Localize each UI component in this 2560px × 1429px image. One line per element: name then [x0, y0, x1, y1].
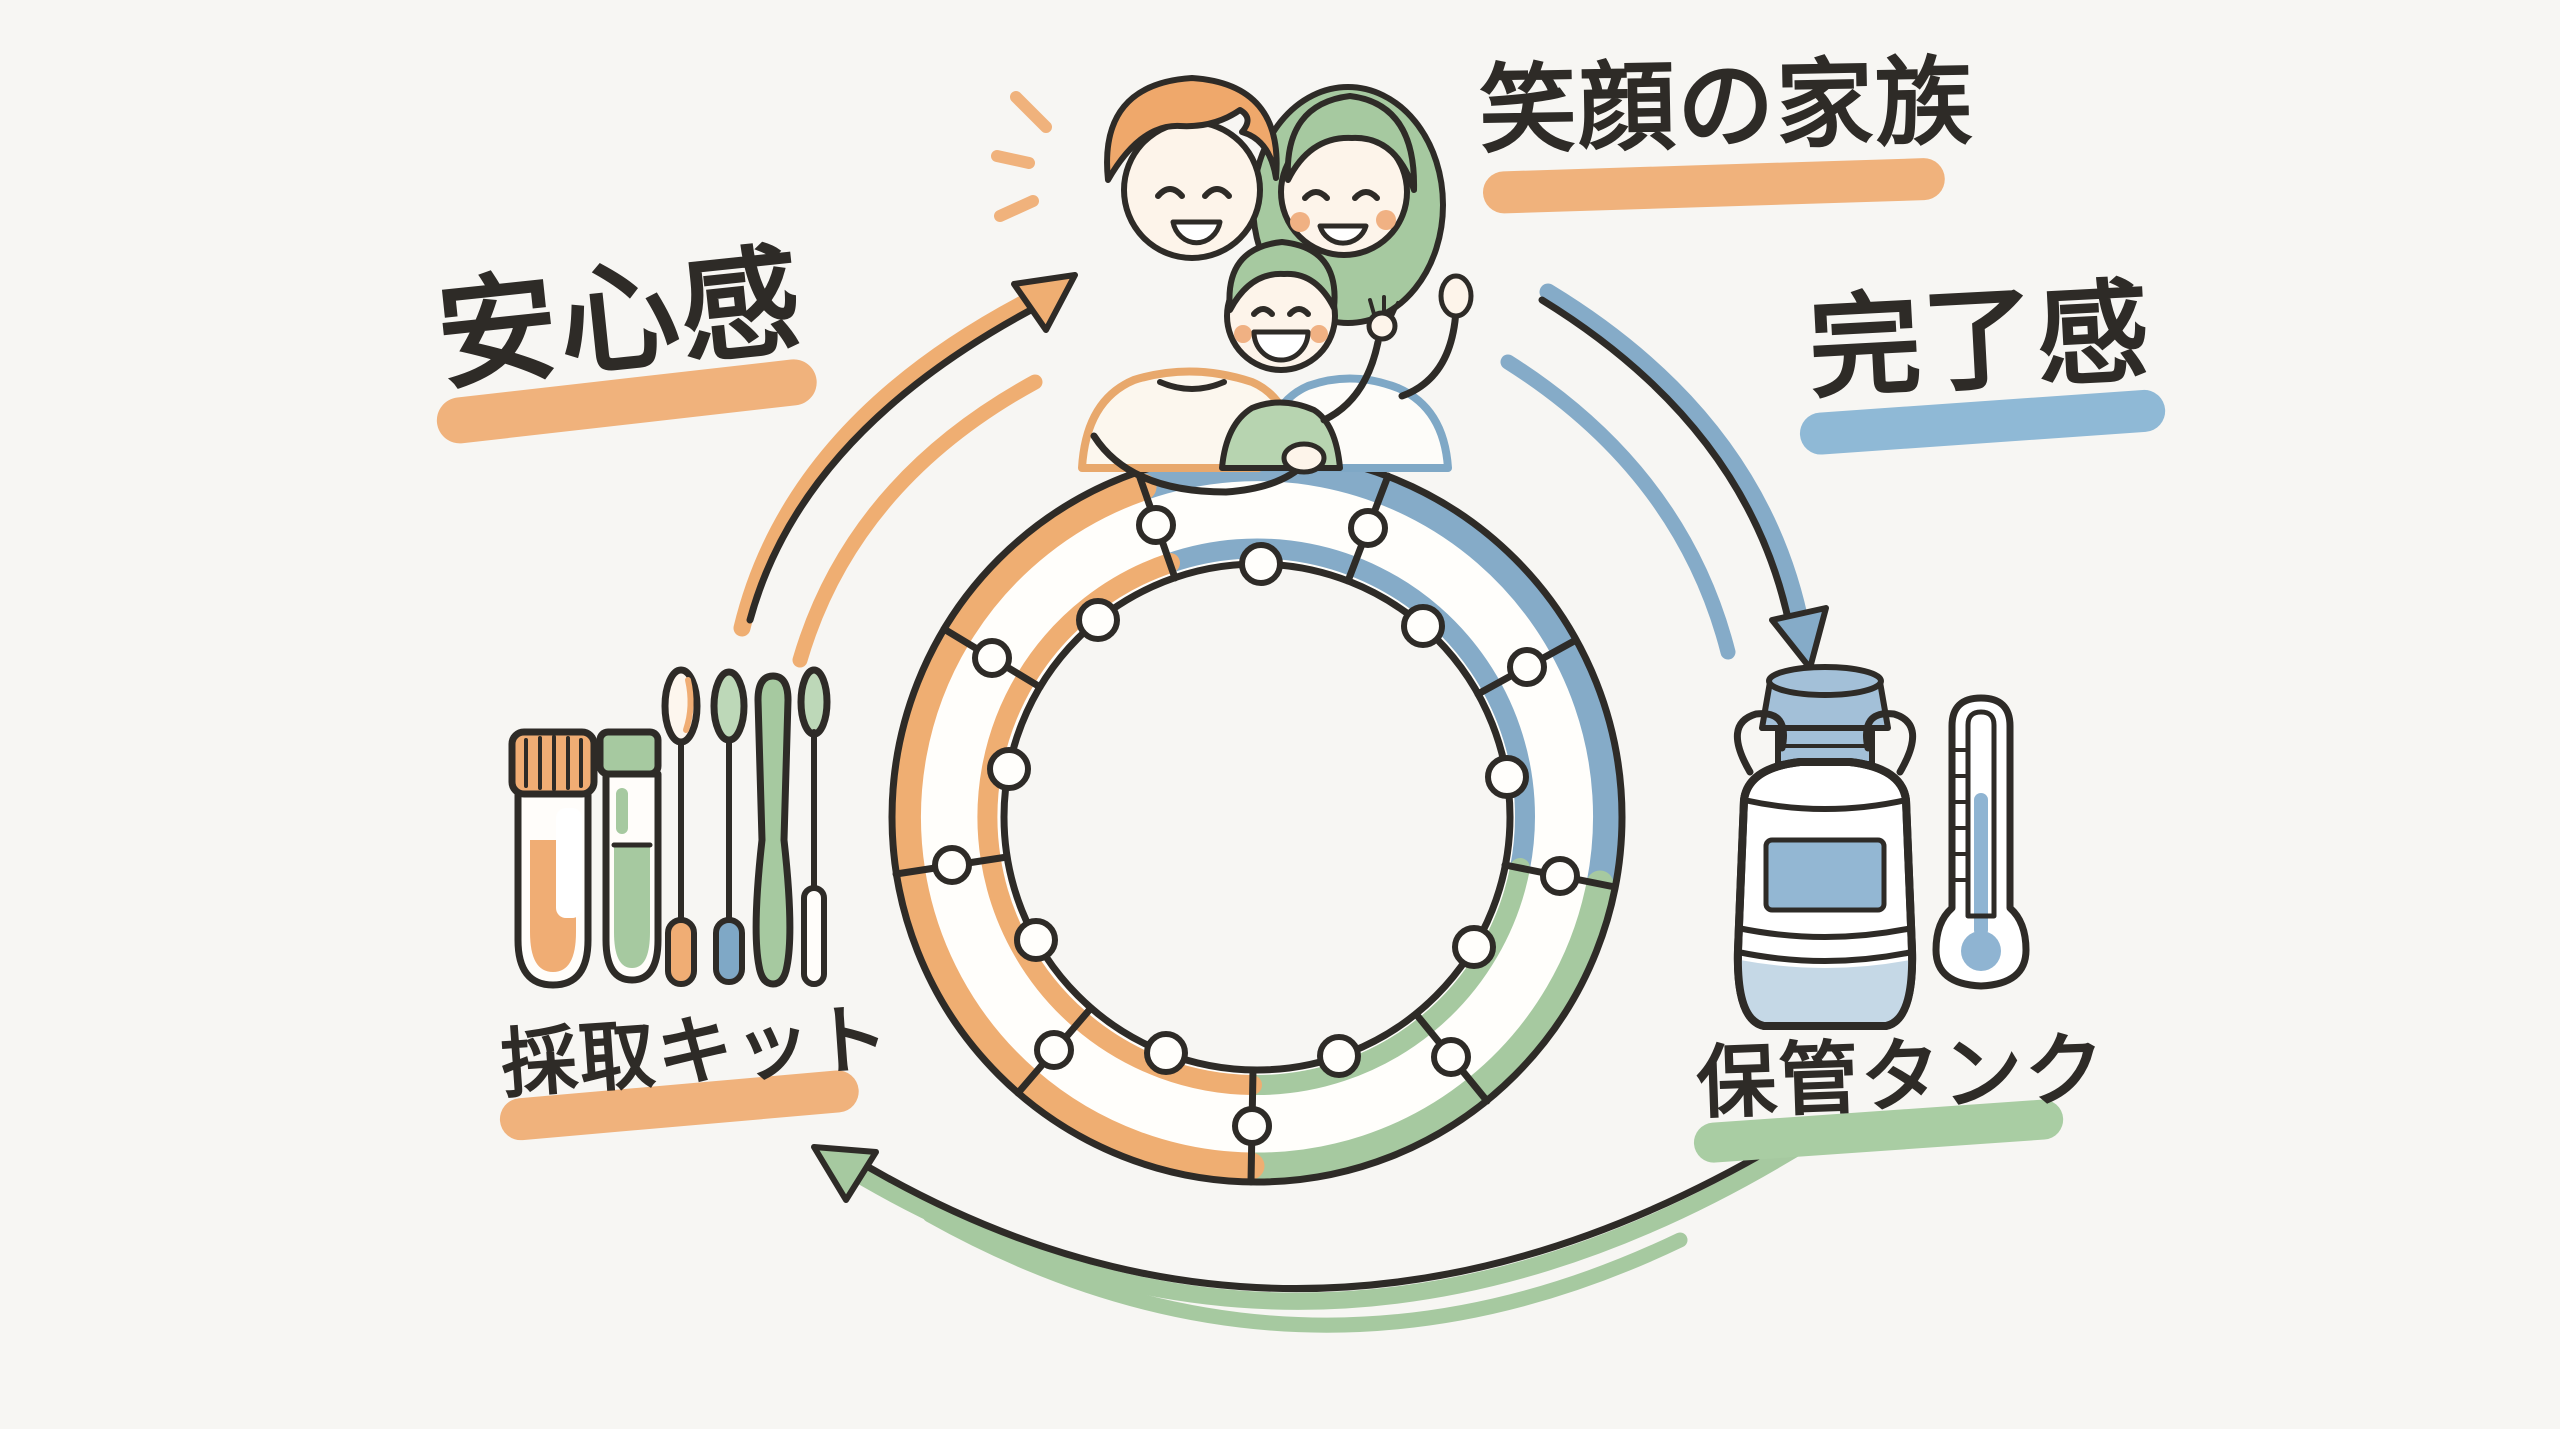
storage-tank-icon [1733, 664, 2030, 1030]
label-completion: 完了感 [1805, 269, 2154, 412]
test-tube-orange-icon [508, 728, 598, 989]
arrow-green-return-icon [811, 1124, 1821, 1333]
thermometer-icon [1932, 694, 2030, 990]
label-smiling-family: 笑顔の家族 [1478, 47, 1976, 165]
family-illustration [1078, 75, 1474, 496]
collection-kit-icon [508, 666, 831, 989]
arrow-orange-up-icon [733, 272, 1078, 668]
spatula-icon [752, 672, 794, 988]
puzzle-ring [888, 448, 1626, 1186]
sparkle-icon [991, 91, 1052, 222]
test-tube-green-icon [596, 728, 662, 984]
swab-icon [710, 668, 748, 985]
ring-inner-tabs [987, 542, 1529, 1078]
swab-icon [797, 666, 831, 987]
ring-joint-knobs [932, 505, 1580, 1146]
label-storage-tank: 保管タンク [1695, 1024, 2108, 1128]
arrow-blue-down-icon [1500, 283, 1829, 671]
swab-icon [661, 666, 701, 987]
